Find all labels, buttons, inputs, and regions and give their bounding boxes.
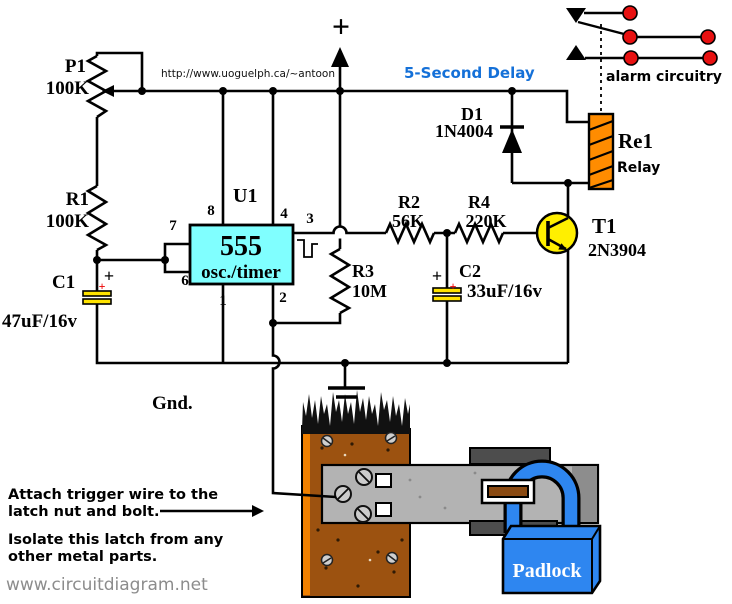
r4-ref: R4	[468, 192, 490, 212]
alarm-circuitry-label: alarm circuitry	[606, 69, 722, 85]
c1-value: 47uF/16v	[2, 311, 77, 332]
emitter-arrow	[558, 243, 567, 250]
resistor-r1: R1 100K	[46, 184, 109, 252]
c2-value: 33uF/16v	[467, 281, 542, 302]
source-url-watermark: http://www.uoguelph.ca/~antoon	[161, 68, 335, 80]
latch-notch-top	[375, 473, 392, 488]
capacitor-c2: + + C2 33uF/16v	[432, 261, 543, 302]
supply-positive: +	[331, 8, 350, 67]
wood-edge-strip	[303, 427, 310, 595]
t1-value: 2N3904	[588, 240, 646, 260]
re1-value: Relay	[617, 160, 660, 176]
p1-value: 100K	[46, 78, 90, 99]
site-watermark: www.circuitdiagram.net	[6, 575, 208, 595]
c2-ref: C2	[459, 261, 481, 281]
u1-role: osc./timer	[201, 262, 281, 283]
resistor-r4: R4 220K	[453, 192, 507, 246]
pin-3-label: 3	[306, 211, 314, 227]
r1-value: 100K	[46, 211, 90, 232]
u1-part: 555	[220, 231, 262, 262]
r1-ref: R1	[66, 189, 89, 210]
r2-value: 56K	[392, 211, 424, 231]
contact-arm-bottom	[566, 45, 586, 60]
potentiometer-p1: P1 100K	[46, 54, 109, 119]
re1-ref: Re1	[618, 129, 653, 153]
padlock-label: Padlock	[513, 560, 583, 582]
c1-plus-red: +	[99, 279, 106, 293]
pin-6-label: 6	[181, 273, 189, 289]
capacitor-c1: C1 + + 47uF/16v	[2, 266, 114, 332]
latch-screws	[334, 468, 373, 523]
padlock-scene: Padlock	[301, 390, 602, 598]
p1-ref: P1	[65, 56, 86, 77]
ground-symbol: Gnd.	[152, 386, 365, 414]
note-isolate-line1: Isolate this latch from any	[8, 532, 224, 548]
supply-plus-label: +	[332, 8, 350, 44]
delay-label: 5-Second Delay	[404, 64, 535, 82]
r3-value: 10M	[352, 281, 387, 301]
note-attach-line2: latch nut and bolt.	[8, 504, 160, 520]
r4-value: 220K	[465, 211, 506, 231]
wood-screws	[320, 431, 399, 567]
r3-ref: R3	[352, 261, 374, 281]
c1-plus: +	[104, 266, 114, 286]
note-isolate-line2: other metal parts.	[8, 549, 157, 565]
ground-label: Gnd.	[152, 393, 193, 414]
pin-4-label: 4	[280, 206, 288, 222]
contact-arm-top	[566, 8, 586, 23]
resistor-r2: R2 56K	[384, 192, 436, 246]
u1-ref: U1	[233, 185, 257, 207]
wood-speckles	[316, 442, 404, 588]
relay-contacts: alarm circuitry	[566, 5, 722, 85]
pin-8-label: 8	[207, 203, 215, 219]
hasp-staple-bar	[487, 485, 529, 498]
wires	[95, 51, 589, 499]
d1-ref: D1	[461, 104, 483, 124]
transistor-t1: T1 2N3904	[535, 211, 646, 260]
c2-plus: +	[432, 266, 442, 286]
wood-splinter-top	[302, 390, 410, 434]
ic-555: U1 555 osc./timer 8 4 7 6 3 1 2	[169, 185, 318, 309]
junction-dots	[93, 87, 572, 367]
padlock-body: Padlock	[501, 524, 602, 595]
c2-plus-red: +	[450, 279, 457, 293]
pulse-waveform-icon	[297, 239, 318, 258]
d1-value: 1N4004	[435, 121, 493, 141]
relay-re1: Re1 Relay	[587, 24, 660, 191]
c1-ref: C1	[52, 272, 75, 293]
pin-2-label: 2	[279, 290, 287, 306]
diode-d1: D1 1N4004	[435, 104, 524, 153]
note-attach-line1: Attach trigger wire to the	[8, 487, 218, 503]
latch-notch-bottom	[375, 502, 392, 517]
notes: Attach trigger wire to the latch nut and…	[8, 487, 264, 565]
resistor-r3: R3 10M	[328, 247, 387, 315]
t1-ref: T1	[592, 214, 617, 238]
contact-switch-arm	[577, 20, 625, 36]
pin-7-label: 7	[169, 218, 177, 234]
r2-ref: R2	[398, 192, 420, 212]
supply-arrow	[331, 47, 349, 67]
pin-1-label: 1	[219, 293, 227, 309]
